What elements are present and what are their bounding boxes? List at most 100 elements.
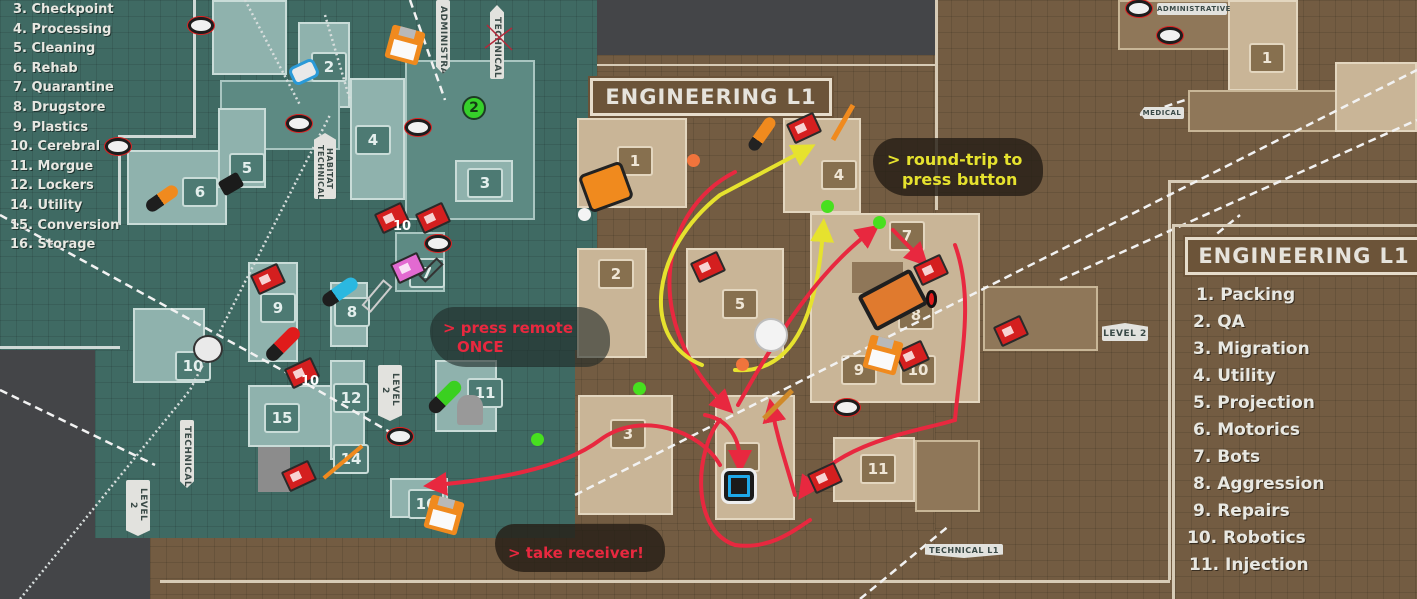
legend-item: 11. Morgue: [10, 158, 94, 174]
perimeter-wall: [160, 580, 1170, 583]
admin-room-number: 1: [1249, 43, 1285, 73]
enemy-pin-icon: [1157, 27, 1183, 44]
habitat-room-number: 3: [467, 168, 503, 198]
legend-item: 15. Conversion: [10, 217, 120, 233]
habitat-wall: [193, 0, 196, 135]
engineering-room-number: 3: [610, 419, 646, 449]
note-press-remote: > press remote ONCE: [443, 319, 573, 357]
engineering-legend-title: ENGINEERING L1: [1183, 235, 1417, 277]
perimeter-wall: [1168, 180, 1417, 183]
habitat-wall: [118, 135, 196, 138]
engineering-room-area: [578, 395, 673, 515]
legend-item: 3. Checkpoint: [13, 2, 114, 17]
note-round-trip: > round-trip to press button: [887, 150, 1022, 190]
sign-habitat-technical: HABITAT TECHNICAL: [314, 133, 336, 199]
engineering-legend: 1. Packing 2. QA 3. Migration 4. Utility…: [1187, 282, 1325, 579]
engineering-legend-panel: [1172, 224, 1417, 599]
engineering-room-number: 4: [821, 160, 857, 190]
legend-item: 16. Storage: [10, 237, 96, 253]
robot-hand-icon: [457, 395, 483, 425]
green-marker: [633, 382, 646, 395]
sign-level2-left: LEVEL 2: [126, 480, 150, 536]
legend-item: 2. QA: [1193, 312, 1245, 332]
orange-marker: [736, 358, 749, 371]
sign-level2-mid: LEVEL 2: [378, 365, 402, 421]
note-round-trip-background: [873, 138, 1043, 196]
engineering-map-title: ENGINEERING L1: [588, 76, 834, 118]
elevator-level2-badge[interactable]: 2: [462, 96, 486, 120]
item-count-label: 10: [301, 374, 320, 389]
engineering-room-number: 2: [598, 259, 634, 289]
note-press-remote-background: [430, 307, 610, 367]
perimeter-wall: [1168, 180, 1171, 580]
legend-item: 8. Drugstore: [13, 99, 106, 115]
legend-item: 7. Bots: [1193, 447, 1261, 467]
note-take-receiver: > take receiver!: [508, 544, 645, 562]
engineering-room-number: 11: [860, 454, 896, 484]
green-marker: [531, 433, 544, 446]
note-take-receiver-background: [495, 524, 665, 572]
legend-item: 10. Robotics: [1187, 528, 1306, 548]
enemy-pin-icon: [105, 138, 131, 155]
habitat-room-number: 12: [333, 383, 369, 413]
habitat-room-number: 4: [355, 125, 391, 155]
legend-item: 10. Cerebral: [10, 139, 101, 155]
note-line: press button: [902, 170, 1018, 189]
white-marker: [578, 208, 591, 221]
sign-administrative: ADMINISTRATIVE: [436, 0, 450, 74]
admin-room-area: [1335, 62, 1417, 132]
habitat-room-number: 6: [182, 177, 218, 207]
legend-item: 8. Aggression: [1193, 474, 1325, 494]
corridor-strip: [597, 55, 937, 80]
button-red-icon: [926, 290, 937, 308]
habitat-room-number: 15: [264, 403, 300, 433]
orange-marker: [687, 154, 700, 167]
green-marker: [873, 216, 886, 229]
legend-item: 4. Processing: [13, 21, 112, 37]
note-line: > round-trip to: [887, 150, 1023, 169]
enemy-pin-icon: [286, 115, 312, 132]
legend-item: 9. Plastics: [13, 119, 89, 135]
sign-technical-l1: TECHNICAL L1: [925, 544, 1003, 558]
note-line: ONCE: [457, 338, 504, 356]
habitat-legend: 3. Checkpoint 4. Processing 5. Cleaning …: [10, 0, 119, 255]
habitat-wall: [0, 346, 120, 349]
sign-level2-right: LEVEL 2: [1102, 323, 1148, 341]
robot-head-icon: [193, 335, 223, 363]
legend-item: 5. Projection: [1193, 393, 1315, 413]
legend-item: 7. Quarantine: [13, 80, 114, 96]
enemy-pin-icon: [387, 428, 413, 445]
habitat-room-number: 14: [333, 444, 369, 474]
sign-technical-left: TECHNICAL: [180, 420, 194, 488]
perimeter-wall: [597, 64, 937, 66]
legend-item: 4. Utility: [1193, 366, 1276, 386]
legend-item: 6. Rehab: [13, 60, 78, 76]
enemy-pin-icon: [834, 399, 860, 416]
legend-item: 11. Injection: [1189, 555, 1309, 575]
legend-item: 14. Utility: [10, 197, 83, 213]
sign-technical: TECHNICAL: [490, 5, 504, 79]
engineering-room-number: 7: [889, 221, 925, 251]
legend-item: 12. Lockers: [10, 178, 94, 194]
legend-item: 5. Cleaning: [13, 41, 96, 57]
legend-item: 1. Packing: [1196, 285, 1296, 305]
enemy-pin-icon: [1126, 0, 1152, 17]
legend-item: 6. Motorics: [1193, 420, 1301, 440]
habitat-room-number: 9: [260, 293, 296, 323]
legend-item: 9. Repairs: [1193, 501, 1290, 521]
admin-corridor: [1188, 90, 1338, 132]
sign-medical: MEDICAL: [1140, 107, 1184, 119]
note-line: > press remote: [443, 319, 574, 337]
item-count-label: 10: [393, 219, 412, 234]
engineering-stairs: [915, 440, 980, 512]
enemy-pin-icon: [405, 119, 431, 136]
enemy-pin-icon: [425, 235, 451, 252]
plate-icon: [754, 318, 788, 352]
enemy-pin-icon: [188, 17, 214, 34]
legend-item: 3. Migration: [1193, 339, 1310, 359]
sign-administrative-right: ADMINISTRATIVE: [1157, 3, 1231, 15]
receiver-device-icon[interactable]: [721, 468, 757, 504]
habitat-room-area: [212, 0, 287, 75]
engineering-room-number: 5: [722, 289, 758, 319]
green-marker: [821, 200, 834, 213]
